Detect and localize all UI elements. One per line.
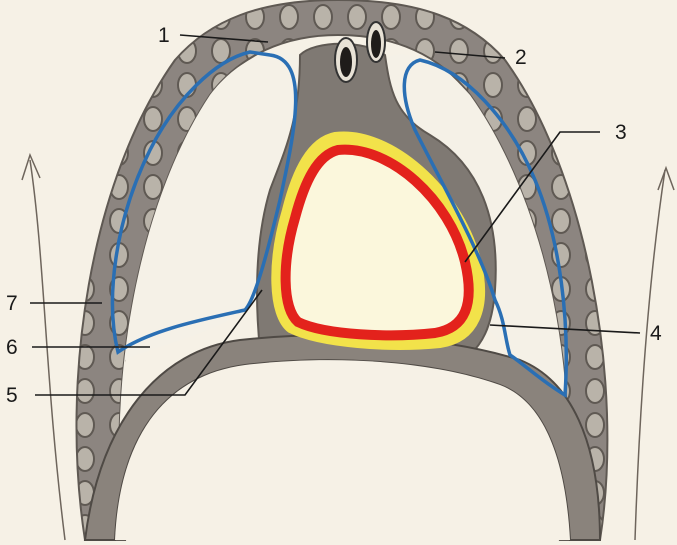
vessel-right-lumen [371,30,381,58]
left-body-contour [30,160,65,540]
label-2: 2 [515,46,527,69]
label-7: 7 [6,292,18,315]
label-3: 3 [615,121,627,144]
label-4: 4 [650,322,662,345]
right-body-contour [635,170,665,540]
label-6: 6 [6,336,18,359]
label-5: 5 [6,384,18,407]
right-arrow-tip [658,168,674,190]
label-1: 1 [158,24,170,47]
vessel-left-lumen [340,47,352,77]
